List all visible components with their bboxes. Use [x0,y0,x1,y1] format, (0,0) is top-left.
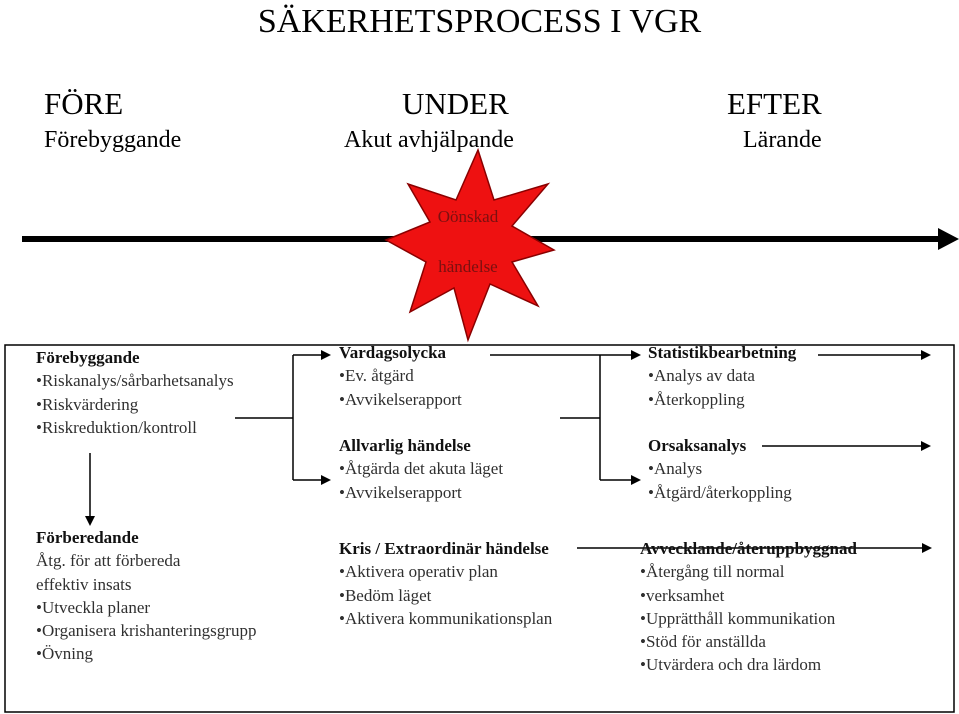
arrowhead [921,441,931,451]
phase-under-title: UNDER [402,86,509,121]
list-item: •Bedöm läget [339,585,432,605]
phase-fore-title: FÖRE [44,86,124,121]
block-heading: Förebyggande [36,348,140,367]
block-heading: Allvarlig händelse [339,436,471,456]
event-label-line2: händelse [438,257,498,276]
phase-efter-title: EFTER [727,86,822,121]
list-item: •Utvärdera och dra lärdom [640,655,822,675]
block-heading: Avvecklande/återuppbyggnad [640,539,857,558]
block-avveckling: Avvecklande/återuppbyggnad •Återgång til… [640,537,857,677]
block-statistik: Statistikbearbetning •Analys av data •Åt… [648,341,796,504]
arrowhead [85,516,95,526]
phase-under-subtitle: Akut avhjälpande [344,127,514,153]
arrowhead [922,543,932,553]
list-item: •Avvikelserapport [339,389,462,409]
list-item: effektiv insats [36,574,132,594]
event-label-line1: Oönskad [437,207,499,226]
list-item: •Återgång till normal [640,562,785,582]
list-item: •Åtgärda det akuta läget [339,459,504,479]
phase-efter-subtitle: Lärande [743,127,822,153]
list-item: •Upprätthåll kommunikation [640,608,836,628]
list-item: •Åtgärd/återkoppling [648,482,792,502]
arrowhead [921,350,931,360]
list-item: •Avvikelserapport [339,482,462,502]
arrowhead [631,475,641,485]
page-title: SÄKERHETSPROCESS I VGR [257,3,702,40]
arrowhead [321,475,331,485]
list-item: •Återkoppling [648,389,745,409]
list-item: •Övning [36,644,93,664]
timeline-arrowhead [938,228,959,250]
list-item: •Analys [648,459,703,479]
list-item: •Ev. åtgärd [339,366,414,386]
list-item: •Riskreduktion/kontroll [36,417,197,437]
block-heading: Förberedande [36,528,139,547]
list-item: •Analys av data [648,366,755,386]
list-item: •verksamhet [640,585,725,605]
list-item: •Riskvärdering [36,394,139,414]
block-heading: Orsaksanalys [648,436,747,456]
list-item: •Riskanalys/sårbarhetsanalys [36,371,234,391]
block-heading: Kris / Extraordinär händelse [339,539,549,558]
list-item: •Aktivera kommunikationsplan [339,608,553,628]
block-kris: Kris / Extraordinär händelse •Aktivera o… [339,537,552,630]
block-heading: Vardagsolycka [339,343,447,362]
list-item: •Aktivera operativ plan [339,562,498,582]
list-item: •Utveckla planer [36,597,151,617]
block-heading: Statistikbearbetning [648,343,797,362]
list-item: Åtg. för att förbereda [36,551,181,571]
arrowhead [631,350,641,360]
list-item: •Stöd för anställda [640,632,766,652]
content-frame [4,344,955,713]
phase-fore-subtitle: Förebyggande [44,127,182,153]
block-forberedande: Förberedande Åtg. för att förbereda effe… [36,526,256,666]
block-vardagsolycka: Vardagsolycka •Ev. åtgärd •Avvikelserapp… [339,341,503,504]
block-forebyggande: Förebyggande •Riskanalys/sårbarhetsanaly… [36,346,234,439]
arrowhead [321,350,331,360]
list-item: •Organisera krishanteringsgrupp [36,621,257,641]
event-burst [384,147,556,343]
